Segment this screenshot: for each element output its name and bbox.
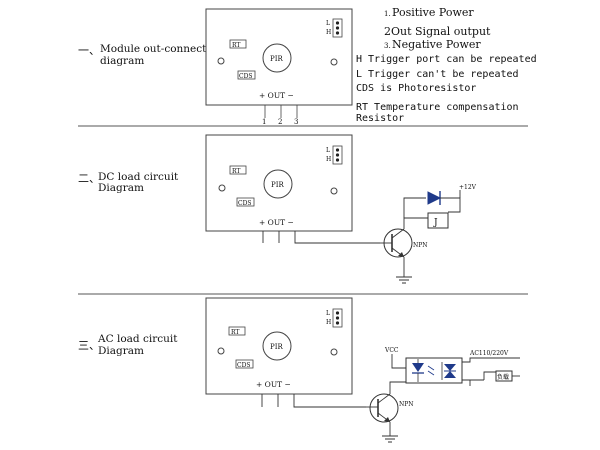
pin-header-label-dc: + OUT − [259, 218, 294, 227]
section-1-prefix: 一、 [78, 44, 100, 57]
npn-label-ac: NPN [399, 401, 414, 408]
relay-coil [427, 212, 449, 229]
rt-label-ac: RT [231, 329, 239, 336]
note-rt-line1: RT Temperature compensation [356, 102, 519, 113]
mount-hole-left [217, 57, 225, 65]
note-cds: CDS is Photoresistor [356, 83, 476, 94]
note-h-trigger: H Trigger port can be repeated [356, 54, 537, 65]
note-l-trigger: L Trigger can't be repeated [356, 69, 519, 80]
section-1-title-line2: diagram [100, 55, 144, 67]
cds-component [237, 70, 256, 80]
pir-label-dc: PIR [271, 181, 284, 189]
section-2-prefix: 二、 [78, 172, 100, 185]
note-out-text: Out Signal output [391, 25, 491, 38]
pin-number-3: 3 [294, 118, 298, 126]
pin-header-label: + OUT − [259, 91, 294, 100]
pin-number-1: 1 [262, 118, 266, 126]
pir-label: PIR [270, 55, 283, 63]
opto-led [412, 363, 424, 372]
relay-label: J [433, 218, 438, 228]
out-to-base-wire [294, 231, 380, 244]
pin-number-2: 2 [278, 118, 282, 126]
mount-hole-right [330, 58, 338, 66]
supply-label: +12V [459, 184, 477, 191]
rt-label: RT [232, 42, 240, 49]
rt-label-dc: RT [232, 168, 240, 175]
pir-sensor-dc [263, 169, 293, 199]
note-rt-line2: Resistor [356, 113, 404, 124]
section-2-title-line2: Diagram [98, 182, 144, 194]
section-1-title-line1: Module out-connect [100, 43, 207, 55]
pir-sensor [262, 43, 292, 73]
note-negative-number: 3. [384, 42, 391, 50]
l-label-ac: L [326, 310, 330, 317]
load-label: 负载 [497, 373, 509, 381]
npn-transistor-ac [369, 393, 399, 423]
h-label: H [326, 29, 331, 36]
h-label-dc: H [326, 156, 331, 163]
section-3-title-line1: AC load circuit [97, 333, 178, 345]
rt-component [229, 39, 247, 49]
npn-label-dc: NPN [413, 242, 428, 249]
legend-notes: 1. Positive Power 2 Out Signal output 3.… [356, 6, 537, 124]
l-label-dc: L [326, 147, 330, 154]
note-out-number: 2 [384, 25, 391, 38]
section-ac-load: 三、 AC load circuit Diagram RT CDS PIR L … [78, 297, 520, 443]
note-negative-text: Negative Power [392, 38, 481, 51]
ac-voltage-label: AC110/220V [469, 350, 509, 357]
pir-label-ac: PIR [270, 343, 283, 351]
cds-label-ac: CDS [237, 362, 251, 369]
note-positive-number: 1. [384, 10, 391, 18]
section-3-title-line2: Diagram [98, 345, 144, 357]
h-label-ac: H [326, 319, 331, 326]
pin-header-label-ac: + OUT − [256, 380, 291, 389]
vcc-label: VCC [384, 347, 399, 354]
section-dc-load: 二、 DC load circuit Diagram RT CDS PIR L … [78, 134, 477, 284]
section-2-title-line1: DC load circuit [98, 171, 179, 183]
l-label: L [326, 20, 330, 27]
note-positive-text: Positive Power [392, 6, 474, 19]
cds-label-dc: CDS [238, 200, 252, 207]
section-module-connect: 一、 Module out-connect diagram RT CDS PIR… [78, 6, 537, 126]
flyback-diode [427, 191, 442, 205]
section-3-prefix: 三、 [78, 339, 100, 352]
cds-label: CDS [239, 73, 253, 80]
pir-sensor-ac [262, 331, 292, 361]
